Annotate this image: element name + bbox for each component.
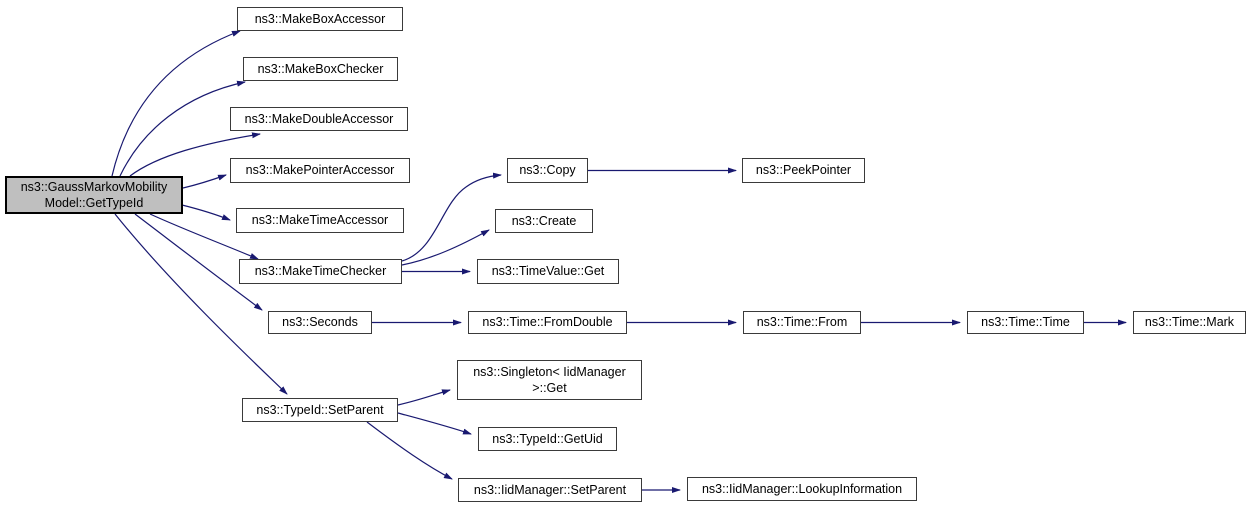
edge-maketimechecker-to-copy	[401, 172, 502, 262]
graph-node-time-fromdouble[interactable]: ns3::Time::FromDouble	[468, 311, 627, 334]
edge-typeid-setparent-to-iidmanager-setparent	[366, 421, 453, 480]
node-label-line: ns3::Time::Time	[981, 315, 1070, 330]
edge-gettypeid-to-typeid-setparent	[114, 213, 288, 395]
node-label-line: >::Get	[532, 381, 567, 395]
node-label-line: ns3::MakeDoubleAccessor	[244, 111, 394, 126]
node-label-line: ns3::Seconds	[282, 315, 358, 330]
graph-node-singleton-get[interactable]: ns3::Singleton< IidManager>::Get	[457, 360, 642, 400]
node-label-line: ns3::Time::FromDouble	[482, 315, 613, 330]
node-label-line: ns3::Create	[511, 213, 577, 228]
edge-typeid-setparent-to-singleton-get	[397, 389, 451, 406]
edge-gettypeid-to-makeboxaccessor	[111, 30, 241, 177]
edge-gettypeid-to-maketimechecker	[149, 213, 259, 260]
edge-typeid-setparent-to-typeid-getuid	[397, 412, 472, 435]
edge-gettypeid-to-maketimeaccessor	[181, 204, 231, 221]
graph-node-seconds[interactable]: ns3::Seconds	[268, 311, 372, 334]
node-label-line: ns3::GaussMarkovMobility	[20, 179, 168, 194]
graph-node-typeid-getuid[interactable]: ns3::TypeId::GetUid	[478, 427, 617, 451]
graph-node-maketimechecker[interactable]: ns3::MakeTimeChecker	[239, 259, 402, 284]
node-label-line: ns3::MakeTimeAccessor	[251, 213, 389, 228]
edge-gettypeid-to-seconds	[134, 213, 263, 311]
node-label-line: ns3::Time::From	[756, 315, 848, 330]
graph-node-copy[interactable]: ns3::Copy	[507, 158, 588, 183]
graph-node-time-mark[interactable]: ns3::Time::Mark	[1133, 311, 1246, 334]
graph-node-create[interactable]: ns3::Create	[495, 209, 593, 233]
graph-node-makeboxaccessor[interactable]: ns3::MakeBoxAccessor	[237, 7, 403, 31]
graph-node-time-from[interactable]: ns3::Time::From	[743, 311, 861, 334]
node-label-line: ns3::Singleton< IidManager	[473, 364, 626, 379]
graph-node-iidmanager-lookupinformation[interactable]: ns3::IidManager::LookupInformation	[687, 477, 917, 501]
node-label-line: ns3::MakeTimeChecker	[254, 264, 387, 279]
node-label-line: ns3::TypeId::GetUid	[492, 431, 603, 446]
node-label-line: ns3::Copy	[519, 163, 576, 178]
graph-node-maketimeaccessor[interactable]: ns3::MakeTimeAccessor	[236, 208, 404, 233]
graph-node-iidmanager-setparent[interactable]: ns3::IidManager::SetParent	[458, 478, 642, 502]
edge-gettypeid-to-makepointeraccessor	[182, 174, 227, 189]
edge-gettypeid-to-makedoubleaccessor	[129, 132, 261, 177]
graph-node-timevalue-get[interactable]: ns3::TimeValue::Get	[477, 259, 619, 284]
node-label-line: ns3::IidManager::SetParent	[473, 482, 627, 497]
graph-node-time-time[interactable]: ns3::Time::Time	[967, 311, 1084, 334]
node-label-line: ns3::MakeBoxChecker	[257, 61, 384, 76]
node-label-line: ns3::IidManager::LookupInformation	[701, 481, 903, 496]
node-label-line: ns3::TypeId::SetParent	[256, 402, 384, 417]
node-label-line: ns3::MakePointerAccessor	[245, 163, 395, 178]
node-label-line: ns3::MakeBoxAccessor	[254, 11, 386, 26]
edge-maketimechecker-to-create	[401, 229, 490, 266]
node-label-line: ns3::Time::Mark	[1144, 315, 1235, 330]
node-label-line: ns3::PeekPointer	[755, 163, 852, 178]
graph-node-typeid-setparent[interactable]: ns3::TypeId::SetParent	[242, 398, 398, 422]
graph-node-makedoubleaccessor[interactable]: ns3::MakeDoubleAccessor	[230, 107, 408, 131]
graph-node-peekpointer[interactable]: ns3::PeekPointer	[742, 158, 865, 183]
node-label-line: Model::GetTypeId	[44, 196, 144, 210]
node-label-line: ns3::TimeValue::Get	[491, 264, 605, 279]
edge-gettypeid-to-makeboxchecker	[119, 80, 246, 177]
graph-node-makepointeraccessor[interactable]: ns3::MakePointerAccessor	[230, 158, 410, 183]
graph-node-makeboxchecker[interactable]: ns3::MakeBoxChecker	[243, 57, 398, 81]
